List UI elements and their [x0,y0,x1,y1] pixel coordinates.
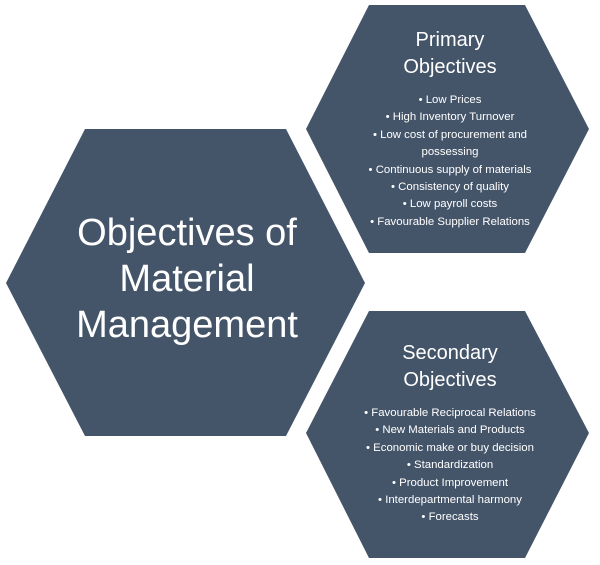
list-item: Favourable Supplier Relations [347,214,553,231]
heading-line: Secondary [402,342,498,364]
list-item: New Materials and Products [339,422,561,439]
heading-line: Primary [415,29,485,51]
primary-objectives-heading: Primary Objectives [347,27,553,81]
list-item: Continuous supply of materials [347,162,553,179]
central-title-line: Management [76,304,298,346]
list-item: Consistency of quality [347,179,553,196]
list-item: Low cost of procurement and possessing [347,127,553,162]
primary-objectives-list: Low Prices High Inventory Turnover Low c… [347,92,553,231]
list-item: Forecasts [339,509,561,526]
list-item: High Inventory Turnover [347,109,553,126]
central-title: Objectives of Material Management [22,210,352,348]
list-item: Low Prices [347,92,553,109]
heading-line: Objectives [403,56,497,78]
heading-line: Objectives [403,369,497,391]
secondary-objectives-heading: Secondary Objectives [339,340,561,394]
list-item: Economic make or buy decision [339,440,561,457]
secondary-objectives-list: Favourable Reciprocal Relations New Mate… [339,405,561,527]
list-item: Favourable Reciprocal Relations [339,405,561,422]
list-item: Low payroll costs [347,196,553,213]
list-item: Standardization [339,457,561,474]
list-item: Product Improvement [339,475,561,492]
primary-objectives-panel: Primary Objectives Low Prices High Inven… [347,27,553,231]
central-title-line: Objectives of [77,212,297,254]
secondary-objectives-panel: Secondary Objectives Favourable Reciproc… [339,340,561,527]
central-hexagon [6,129,365,436]
list-item: Interdepartmental harmony [339,492,561,509]
central-title-line: Material [119,258,255,300]
